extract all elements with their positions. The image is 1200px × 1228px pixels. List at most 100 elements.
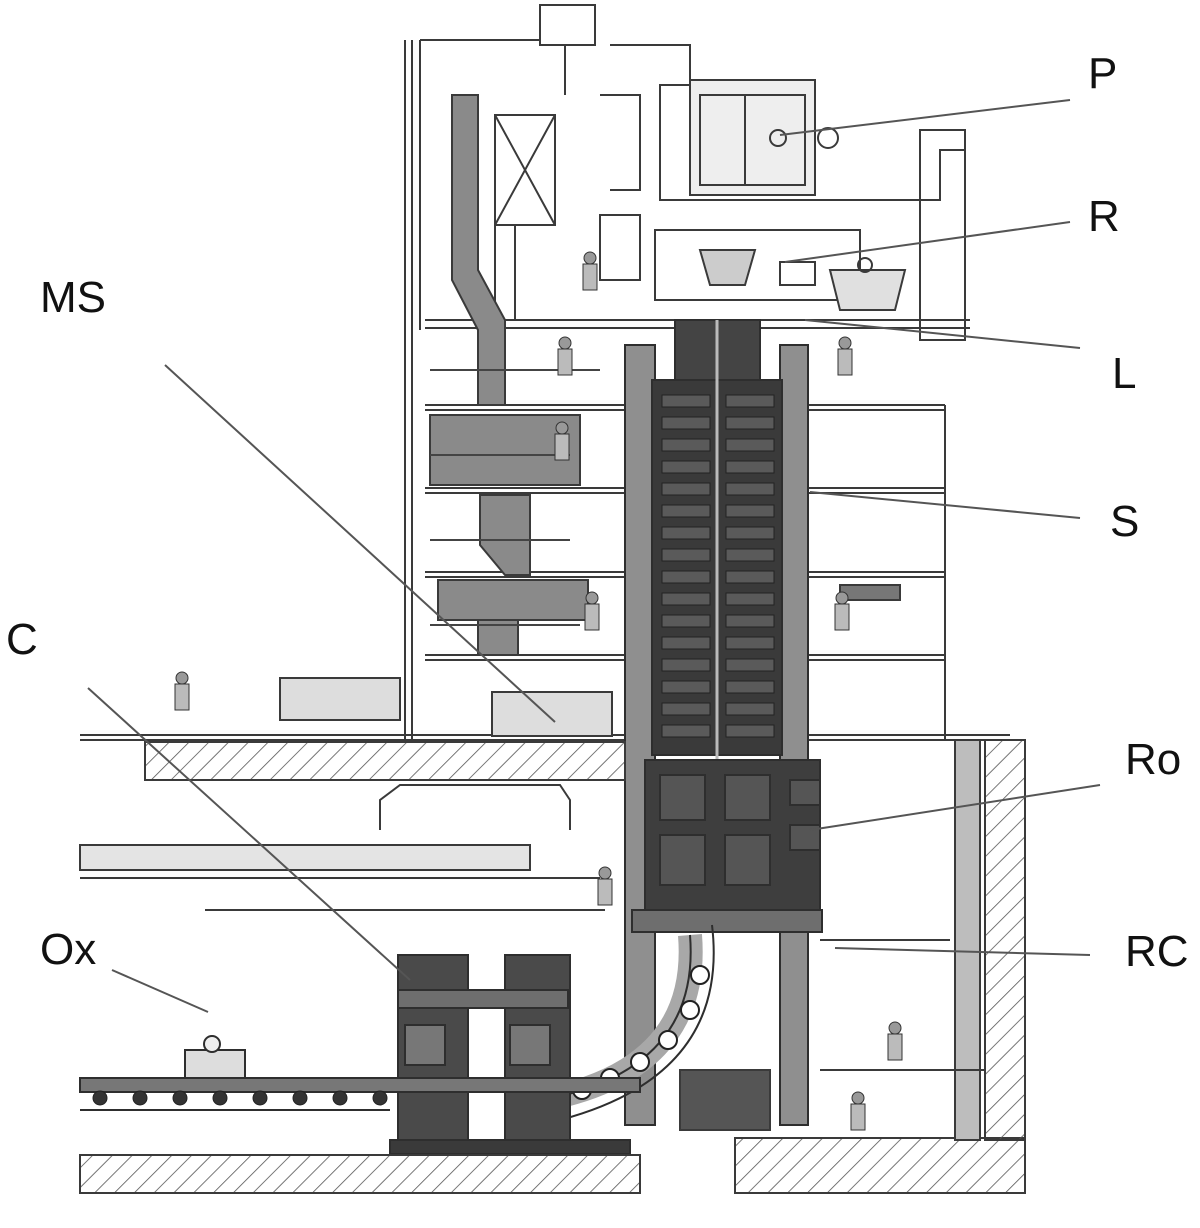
segment-roll (725, 570, 775, 584)
segment-roll (661, 438, 711, 452)
segment-roll (725, 482, 775, 496)
worker-head (558, 336, 572, 350)
ladle-turret (599, 44, 966, 341)
segment-roll (725, 658, 775, 672)
segment-roll (725, 592, 775, 606)
bend-roll (690, 965, 710, 985)
leader-Ro (809, 784, 1101, 831)
table-roll (132, 1090, 148, 1106)
segment-rolls (661, 394, 775, 738)
worker-head (598, 866, 612, 880)
runout-table (79, 1035, 641, 1111)
foundations (79, 739, 1026, 1194)
label-Ro: Ro (1125, 735, 1182, 784)
segment-roll (661, 416, 711, 430)
segment-roll (725, 394, 775, 408)
worker-head (835, 591, 849, 605)
leader-L (804, 319, 1081, 349)
segment-roll (725, 438, 775, 452)
workers (174, 251, 903, 1131)
table-rolls (92, 1090, 388, 1106)
segment-roll (661, 658, 711, 672)
worker-body (174, 683, 190, 711)
worker-head (585, 591, 599, 605)
segment-roll (661, 394, 711, 408)
segment-roll (661, 548, 711, 562)
table-roll (172, 1090, 188, 1106)
bend-roll (680, 1000, 700, 1020)
leader-R (784, 221, 1071, 263)
segment-roll (661, 482, 711, 496)
leader-Ox (111, 969, 209, 1013)
worker-body (597, 878, 613, 906)
segment-roll (661, 460, 711, 474)
worker-figure (174, 671, 190, 711)
worker-body (582, 263, 598, 291)
segment-roll (661, 614, 711, 628)
worker-body (584, 603, 600, 631)
segment-roll (661, 504, 711, 518)
worker-figure (837, 336, 853, 376)
label-S: S (1110, 497, 1140, 546)
label-MS: MS (40, 273, 106, 322)
leader-S (809, 491, 1081, 519)
label-P: P (1088, 49, 1118, 98)
table-roll (92, 1090, 108, 1106)
worker-head (175, 671, 189, 685)
withdrawal-stands (389, 954, 631, 1155)
worker-figure (557, 336, 573, 376)
table-roll (372, 1090, 388, 1106)
leader-C (87, 687, 411, 981)
label-R: R (1088, 192, 1120, 241)
worker-body (887, 1033, 903, 1061)
worker-body (837, 348, 853, 376)
bend-roll (658, 1030, 678, 1050)
leader-RC (834, 947, 1091, 956)
worker-head (851, 1091, 865, 1105)
table-roll (212, 1090, 228, 1106)
label-Ox: Ox (40, 925, 97, 974)
worker-body (554, 433, 570, 461)
segment-roll (661, 724, 711, 738)
worker-figure (834, 591, 850, 631)
segment-roll (725, 680, 775, 694)
bend-roll (630, 1052, 650, 1072)
worker-figure (584, 591, 600, 631)
worker-body (850, 1103, 866, 1131)
worker-head (555, 421, 569, 435)
segment-roll (661, 702, 711, 716)
worker-head (888, 1021, 902, 1035)
segment-roll (725, 504, 775, 518)
segment-roll (661, 680, 711, 694)
segment-roll (661, 570, 711, 584)
segment-roll (725, 636, 775, 650)
label-L: L (1112, 349, 1137, 398)
roller-section (631, 759, 823, 933)
ductwork (429, 94, 589, 656)
worker-figure (887, 1021, 903, 1061)
worker-body (557, 348, 573, 376)
label-RC: RC (1125, 927, 1189, 976)
table-roll (252, 1090, 268, 1106)
worker-figure (850, 1091, 866, 1131)
table-roll (332, 1090, 348, 1106)
label-C: C (6, 615, 38, 664)
leader-lines (87, 99, 1101, 1013)
worker-head (583, 251, 597, 265)
segment-roll (725, 416, 775, 430)
segment-roll (661, 636, 711, 650)
segment-roll (661, 592, 711, 606)
segment-roll (725, 526, 775, 540)
segment-roll (725, 548, 775, 562)
table-roll (292, 1090, 308, 1106)
worker-body (834, 603, 850, 631)
leader-P (779, 99, 1071, 136)
worker-figure (554, 421, 570, 461)
segment-roll (725, 614, 775, 628)
worker-head (838, 336, 852, 350)
segment-roll (725, 724, 775, 738)
leader-MS (164, 364, 556, 723)
building-frame (80, 4, 1010, 741)
